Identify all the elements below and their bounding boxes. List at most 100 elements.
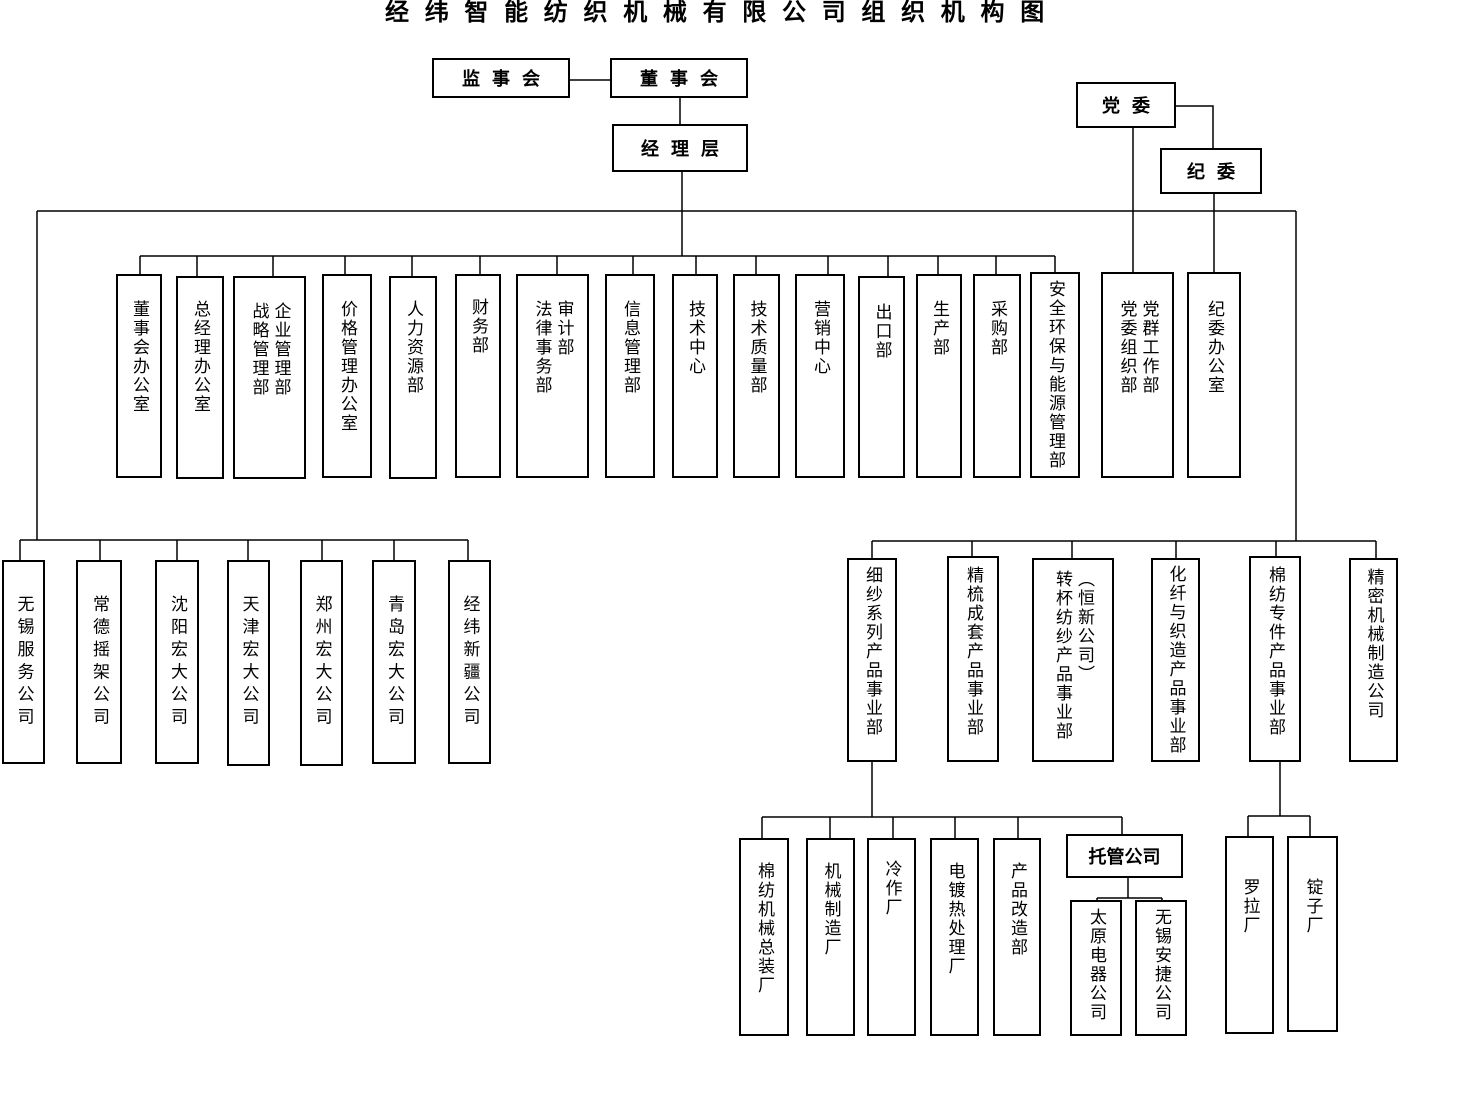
dept-gm-office: 总经理办公室	[176, 276, 224, 479]
node-label: 棉纺专件产品事业部	[1265, 566, 1285, 737]
node-label: 监事会	[462, 69, 552, 90]
node-label: （恒新公司）	[1074, 570, 1094, 684]
dept-pricing-office: 价格管理办公室	[322, 274, 372, 478]
node-trust-companies: 托管公司	[1066, 834, 1183, 878]
dept-production: 生产部	[916, 274, 962, 478]
sub-changde-drafting: 常德摇架公司	[76, 560, 122, 764]
node-label: 郑州宏大公司	[311, 595, 332, 730]
node-label: 无锡服务公司	[13, 595, 34, 730]
dept-marketing-center: 营销中心	[795, 274, 845, 478]
node-board-of-directors: 董事会	[610, 58, 748, 98]
node-label: 人力资源部	[403, 300, 423, 395]
node-label: 产品改造部	[1007, 862, 1027, 957]
node-label: 党委组织部	[1116, 300, 1137, 395]
trust-wuxi-anjie: 无锡安捷公司	[1135, 900, 1187, 1036]
sub-wuxi-service: 无锡服务公司	[2, 560, 45, 764]
factory-spindle: 锭子厂	[1287, 836, 1338, 1032]
factory-machinery: 机械制造厂	[806, 838, 855, 1036]
node-label: 战略管理部	[248, 302, 269, 397]
node-label: 托管公司	[1088, 847, 1161, 868]
connector	[1096, 878, 1163, 900]
factory-cold-work: 冷作厂	[867, 838, 916, 1036]
node-label: 总经理办公室	[190, 300, 210, 414]
node-label: 精梳成套产品事业部	[963, 566, 983, 737]
node-label: 董事会	[640, 69, 730, 90]
node-label: 技术中心	[685, 300, 705, 376]
node-label: 纪委	[1187, 162, 1247, 183]
node-label: 价格管理办公室	[337, 300, 357, 433]
node-label: 锭子厂	[1302, 878, 1323, 935]
connector	[139, 256, 1056, 276]
bu-precision-machinery: 精密机械制造公司	[1349, 558, 1398, 762]
node-label: 电镀热处理厂	[944, 862, 965, 976]
dept-information-management: 信息管理部	[605, 274, 655, 478]
node-label: 无锡安捷公司	[1151, 908, 1171, 1022]
dept-discipline-office: 纪委办公室	[1187, 272, 1241, 478]
node-label: 经纬新疆公司	[459, 595, 480, 730]
node-discipline-committee: 纪委	[1160, 148, 1262, 194]
dept-human-resources: 人力资源部	[389, 276, 437, 479]
page-title: 经纬智能纺织机械有限公司组织机构图	[385, 0, 1060, 26]
node-label: 董事会办公室	[129, 300, 149, 414]
bu-cotton-spinning-parts: 棉纺专件产品事业部	[1249, 556, 1301, 762]
node-label: 转杯纺纱产品事业部	[1052, 570, 1072, 741]
node-label: 信息管理部	[620, 300, 640, 395]
dept-safety-environment-energy: 安全环保与能源管理部	[1030, 272, 1080, 478]
sub-jingwei-xinjiang: 经纬新疆公司	[448, 560, 491, 764]
node-label: 经理层	[641, 139, 731, 160]
bu-rotor-spinning: 转杯纺纱产品事业部（恒新公司）	[1032, 558, 1114, 762]
dept-party-organization-work: 党委组织部党群工作部	[1101, 272, 1174, 478]
sub-qingdao-hongda: 青岛宏大公司	[372, 560, 416, 764]
node-label: 安全环保与能源管理部	[1045, 280, 1065, 470]
sub-shenyang-hongda: 沈阳宏大公司	[155, 560, 199, 764]
node-label: 出口部	[871, 303, 892, 360]
node-label: 青岛宏大公司	[384, 595, 404, 730]
bu-spinning-series: 细纱系列产品事业部	[847, 558, 897, 762]
dept-board-office: 董事会办公室	[116, 274, 162, 478]
node-label: 企业管理部	[270, 302, 291, 397]
connector	[1176, 105, 1214, 148]
trust-taiyuan-electric: 太原电器公司	[1070, 900, 1122, 1036]
sub-zhengzhou-hongda: 郑州宏大公司	[300, 560, 343, 766]
connector	[19, 540, 469, 560]
sub-tianjin-hongda: 天津宏大公司	[227, 560, 270, 766]
node-label: 采购部	[987, 300, 1007, 357]
node-party-committee: 党委	[1076, 82, 1176, 128]
node-label: 生产部	[929, 300, 949, 357]
node-label: 常德摇架公司	[89, 595, 109, 730]
dept-legal-audit: 法律事务部审计部	[516, 274, 589, 478]
bu-chemical-fiber-weaving: 化纤与织造产品事业部	[1151, 558, 1200, 762]
node-label: 棉纺机械总装厂	[754, 862, 774, 995]
node-supervisory-board: 监事会	[432, 58, 570, 98]
node-label: 沈阳宏大公司	[167, 595, 187, 730]
node-label: 党委	[1102, 96, 1162, 117]
node-label: 法律事务部	[531, 300, 552, 395]
node-label: 财务部	[468, 298, 488, 355]
node-label: 党群工作部	[1138, 300, 1159, 395]
bu-combing-complete: 精梳成套产品事业部	[947, 556, 999, 762]
dept-technical-quality: 技术质量部	[733, 274, 780, 478]
node-label: 纪委办公室	[1204, 300, 1224, 395]
node-label: 营销中心	[810, 300, 830, 376]
node-label: 天津宏大公司	[238, 595, 259, 730]
factory-assembly: 棉纺机械总装厂	[739, 838, 789, 1036]
dept-technology-center: 技术中心	[672, 274, 718, 478]
node-label: 细纱系列产品事业部	[862, 566, 882, 737]
node-label: 化纤与织造产品事业部	[1165, 565, 1186, 755]
node-label: 冷作厂	[881, 860, 902, 917]
node-label: 审计部	[553, 300, 574, 357]
dept-finance: 财务部	[455, 274, 501, 478]
node-label: 罗拉厂	[1239, 878, 1260, 935]
factory-roller: 罗拉厂	[1225, 836, 1274, 1034]
factory-plating-heat-treatment: 电镀热处理厂	[930, 838, 979, 1036]
node-label: 精密机械制造公司	[1363, 568, 1384, 720]
dept-procurement: 采购部	[973, 274, 1021, 478]
node-management: 经理层	[612, 124, 748, 172]
dept-export: 出口部	[858, 276, 905, 478]
connector	[1247, 762, 1311, 836]
node-label: 技术质量部	[746, 300, 767, 395]
factory-product-retrofit: 产品改造部	[993, 838, 1041, 1036]
dept-strategy-enterprise-management: 战略管理部企业管理部	[233, 276, 306, 479]
node-label: 太原电器公司	[1086, 908, 1106, 1022]
node-label: 机械制造厂	[820, 862, 841, 957]
